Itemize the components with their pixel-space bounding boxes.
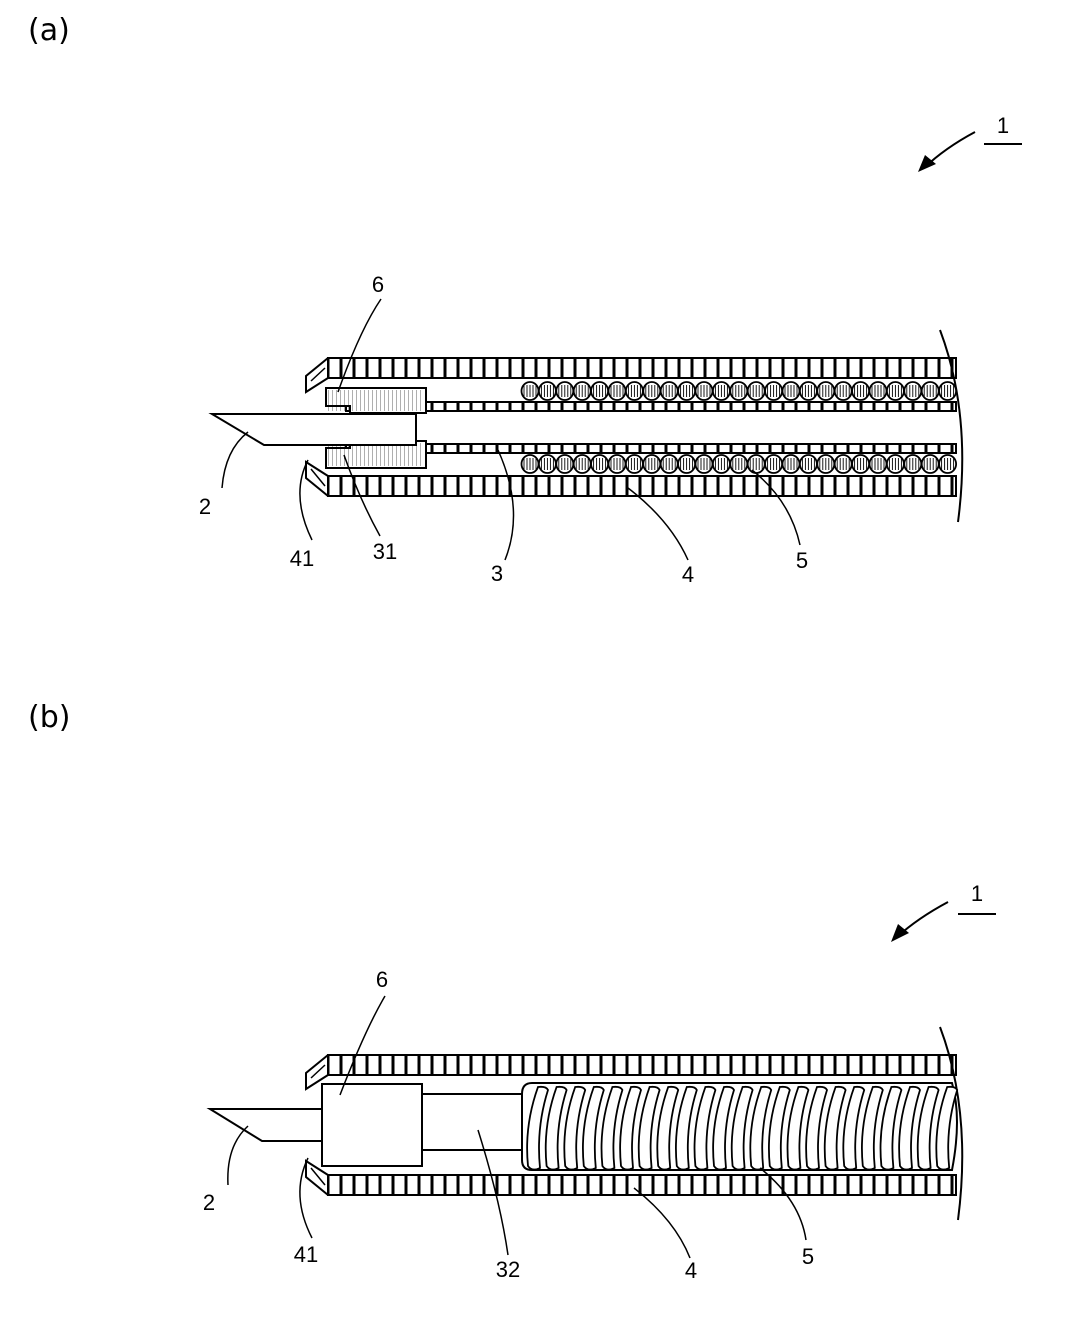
leader-2-a [222, 432, 248, 488]
shaft-b [422, 1094, 522, 1150]
ref-device-b: 1 [971, 881, 983, 906]
coil-turn [546, 1087, 567, 1170]
leader-4-b [634, 1188, 690, 1258]
coil-turn [676, 1087, 697, 1170]
coil-turn [788, 1087, 809, 1170]
leader-6-b [340, 996, 385, 1095]
ref-outer-tip-a: 41 [290, 546, 314, 571]
ref-coil-a: 5 [796, 548, 808, 573]
ref-tip-member-b: 6 [376, 967, 388, 992]
coil-turn [583, 1087, 604, 1170]
leader-3-a [498, 450, 514, 560]
tip-member-b [322, 1084, 422, 1166]
ref-inner-tip-a: 31 [373, 539, 397, 564]
panel-b: (b) 1 [28, 700, 996, 1283]
ref-shaft-b: 32 [496, 1257, 520, 1282]
coil-turn [806, 1087, 827, 1170]
coil-turn [564, 1087, 585, 1170]
coil-turn [639, 1087, 660, 1170]
device-arrow-a [918, 132, 1022, 172]
ref-outer-sheath-a: 4 [682, 562, 694, 587]
coil-turn [657, 1087, 678, 1170]
ref-coil-b: 5 [802, 1244, 814, 1269]
coil-turn [862, 1087, 883, 1170]
ref-needle-b: 2 [203, 1190, 215, 1215]
coil-turn [527, 1087, 548, 1170]
coil-turn [620, 1087, 641, 1170]
coil-b [522, 1083, 957, 1170]
coil-turn [695, 1087, 716, 1170]
panel-b-label: (b) [28, 700, 70, 735]
coil-turn [713, 1087, 734, 1170]
panel-a: (a) 1 [28, 13, 1022, 587]
coil-turn [899, 1087, 920, 1170]
coil-turn [602, 1087, 623, 1170]
coil-turn [843, 1087, 864, 1170]
coil-turn [825, 1087, 846, 1170]
coil-a-bottom [522, 455, 957, 473]
coil-turn [732, 1087, 753, 1170]
ref-outer-sheath-b: 4 [685, 1258, 697, 1283]
ref-device-a: 1 [997, 113, 1009, 138]
panel-a-label: (a) [28, 13, 70, 48]
ref-needle-a: 2 [199, 494, 211, 519]
coil-turn [881, 1087, 902, 1170]
needle-a [212, 414, 416, 445]
leader-4-a [628, 488, 688, 560]
coil-turn [750, 1087, 771, 1170]
device-arrow-b [891, 902, 996, 942]
coil-b-turns [527, 1087, 957, 1170]
ref-inner-tube-a: 3 [491, 561, 503, 586]
coil-a-top [522, 382, 957, 400]
ref-outer-tip-b: 41 [294, 1242, 318, 1267]
ref-tip-member-a: 6 [372, 272, 384, 297]
needle-b [210, 1109, 322, 1141]
coil-turn [769, 1087, 790, 1170]
leader-2-b [228, 1126, 248, 1185]
coil-turn [918, 1087, 939, 1170]
inner-tube-a [346, 402, 956, 453]
